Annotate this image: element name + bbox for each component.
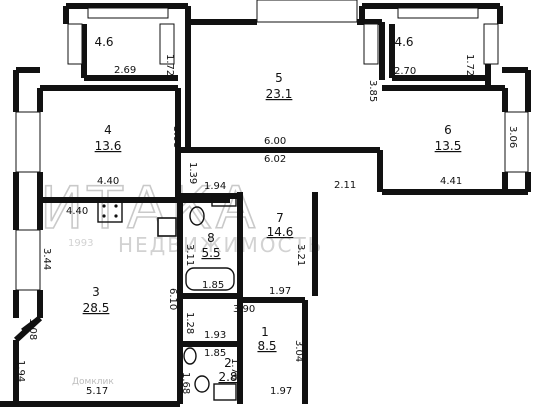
dim-3-44: 3.44 [41,248,52,270]
toilet-icon [189,206,205,226]
dim-3-04: 3.04 [293,340,304,362]
window-room-4 [15,111,41,173]
room-area-5: 23.1 [266,87,293,101]
room-number-1: 1 [261,325,269,339]
dim-2-11: 2.11 [334,180,356,191]
dim-1-97-bottom: 1.97 [270,386,292,397]
dim-1-85-bath: 1.85 [202,280,224,291]
dim-1-28: 1.28 [184,312,195,334]
room-number-2: 2 [224,356,232,370]
dim-1-97-top: 1.97 [269,286,291,297]
dim-6-00: 6.00 [264,136,286,147]
dim-1-39: 1.39 [187,162,198,184]
dim-2-69: 2.69 [114,65,136,76]
dim-1-85-wc: 1.85 [204,348,226,359]
watermark: ИТАКА НЕДВИЖИМОСТЬ 1993 [39,173,323,257]
watermark-brand: ИТАКА [40,174,259,242]
room-area-6: 13.5 [435,139,462,153]
dim-4-40-kitchen: 4.40 [66,206,88,217]
room-number-6: 6 [444,123,452,137]
balcony-area-left: 4.6 [94,35,113,49]
dim-3-21: 3.21 [295,244,306,266]
sink-icon [211,195,237,207]
watermark-subtitle: НЕДВИЖИМОСТЬ [118,233,323,257]
room-area-1: 8.5 [257,339,276,353]
room-number-8: 8 [207,231,215,245]
dim-4-40-top: 4.40 [97,176,119,187]
dim-1-94: 1.94 [204,181,226,192]
room-area-7: 14.6 [267,225,294,239]
dim-3-90: 3.90 [233,304,255,315]
room-labels: 5 23.1 4 13.6 6 13.5 7 14.6 8 5.5 3 28.5… [83,35,462,384]
room-area-8: 5.5 [201,246,220,260]
window-balcony-left-side [67,23,83,65]
window-balcony-left-top [87,7,169,19]
fixtures [97,195,237,401]
credit-text: Домклик [72,377,114,387]
washer-icon [213,383,237,401]
dim-3-85: 3.85 [367,80,378,102]
dim-1-72-right: 1.72 [464,54,475,76]
window-balcony-right-right [483,23,499,65]
toilet-icon-2 [183,347,197,365]
room-area-3: 28.5 [83,301,110,315]
sink-icon-2 [194,375,210,393]
dim-1-68: 1.68 [180,372,191,394]
room-area-4: 13.6 [95,139,122,153]
dim-3-11: 3.11 [184,244,195,266]
dim-1-08: 1.08 [27,318,38,340]
window-room-3 [15,229,41,291]
walls [0,0,531,407]
dim-1-94-left: 1.94 [15,360,26,382]
window-balcony-right-side [363,23,379,65]
room-area-2: 2.8 [218,370,237,384]
balcony-frames [67,7,499,65]
window-room-6 [504,111,529,173]
stove-icon [97,199,123,223]
dim-6-10: 6.10 [167,288,178,310]
dim-1-76: 1.76 [229,358,240,380]
dim-6-02: 6.02 [264,154,286,165]
riser-icon [157,217,177,237]
dim-3-06: 3.06 [507,126,518,148]
window-balcony-right-top [397,7,479,19]
window-balcony-left-right [159,23,175,65]
watermark-year: 1993 [68,238,93,249]
room-number-7: 7 [276,211,284,225]
dim-2-70: 2.70 [394,66,416,77]
room-number-3: 3 [92,285,100,299]
balcony-area-right: 4.6 [394,35,413,49]
room-number-5: 5 [275,71,283,85]
room-number-4: 4 [104,123,112,137]
dim-4-41: 4.41 [440,176,462,187]
dim-3-08: 3.08 [171,126,182,148]
dim-1-93: 1.93 [204,330,226,341]
window-top-center [256,0,358,23]
dim-1-72-left: 1.72 [164,54,175,76]
dimension-labels: 1.72 2.69 3.85 1.72 2.70 3.08 6.00 6.02 … [15,54,518,397]
dim-5-17: 5.17 [86,386,108,397]
bath-icon [185,267,235,291]
